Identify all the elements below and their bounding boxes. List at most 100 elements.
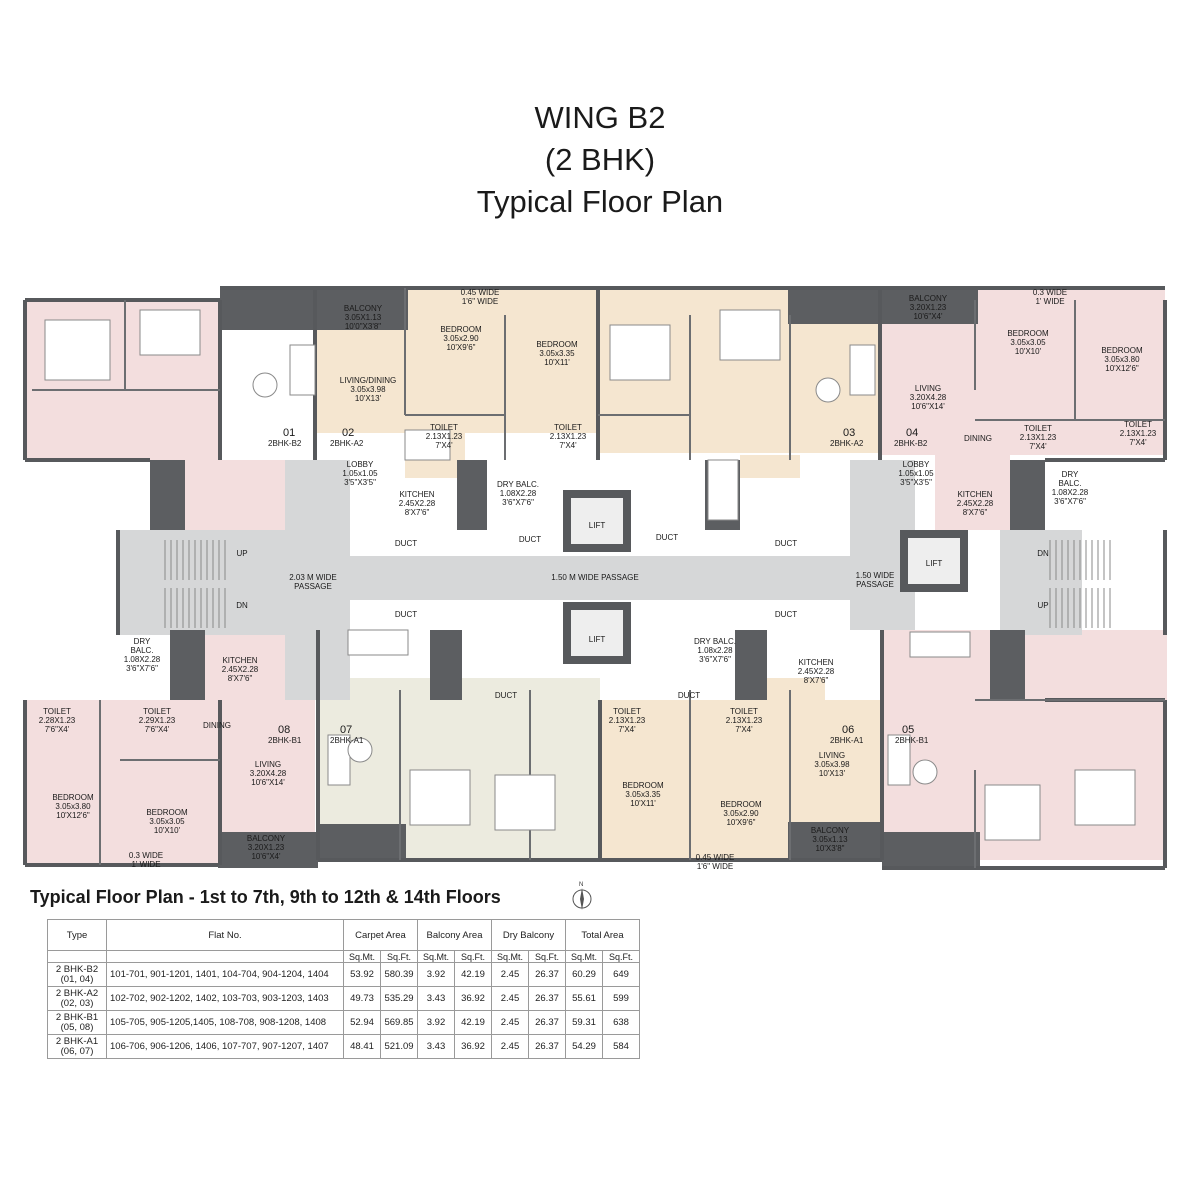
label-line: 2.13X1.23 <box>1120 429 1157 438</box>
label-line: 10'X13' <box>355 394 382 403</box>
label-line: 7'X4' <box>435 441 453 450</box>
area-value-cell: 580.39 <box>380 962 418 987</box>
label-line: BEDROOM <box>622 781 664 790</box>
page-heading: Typical Floor Plan <box>476 184 724 219</box>
bed-icon <box>139 309 201 356</box>
label-line: TOILET <box>613 707 641 716</box>
area-value-cell: 54.29 <box>565 1034 603 1059</box>
flat-numbers-cell: 105-705, 905-1205,1405, 108-708, 908-120… <box>106 1010 344 1035</box>
label-line: 2.45X2.28 <box>957 499 994 508</box>
label-line: 10'X9'6" <box>726 818 755 827</box>
area-value-cell: 638 <box>602 1010 640 1035</box>
label-line: 8'X7'6" <box>228 674 253 683</box>
balcony-05 <box>882 832 980 868</box>
label-line: 08 <box>278 724 290 736</box>
table-icon <box>815 377 841 403</box>
drybalc-05 <box>990 630 1025 700</box>
header-flat-no: Flat No. <box>106 919 344 951</box>
balcony-08 <box>218 832 318 868</box>
label-line: 10'X13' <box>819 769 846 778</box>
type-name: 2 BHK-B2 <box>55 963 99 975</box>
label-unit03: 03 <box>843 427 855 439</box>
unit-01-kitchen-area <box>185 460 285 530</box>
label-line: BEDROOM <box>1007 329 1049 338</box>
label-line: 7'X4' <box>559 441 577 450</box>
area-value-cell: 36.92 <box>454 1034 492 1059</box>
label-line: 7'6"X4' <box>145 725 170 734</box>
label-line: 3.05x3.80 <box>55 802 91 811</box>
label-unit08: 08 <box>278 724 290 736</box>
label-line: 3.20X4.28 <box>250 769 287 778</box>
label-line: TOILET <box>730 707 758 716</box>
table-icon <box>252 372 278 398</box>
label-line: 0.3 WIDE <box>129 851 163 860</box>
counter-icon <box>909 631 971 658</box>
unit-header: Sq.Mt. <box>491 950 529 963</box>
balcony-03 <box>788 288 880 324</box>
type-cell: 2 BHK-B2(01, 04) <box>47 962 107 987</box>
label-line: 2BHK-A2 <box>330 439 364 448</box>
label-unit05: 05 <box>902 724 914 736</box>
label-line: BALC. <box>130 646 153 655</box>
label-duct: DUCT <box>495 691 517 700</box>
label-line: 3.05x3.05 <box>149 817 185 826</box>
label-line: 10'0"X3'8" <box>345 322 381 331</box>
label-up: UP <box>236 549 247 558</box>
area-value-cell: 36.92 <box>454 986 492 1011</box>
type-units: (05, 08) <box>60 1021 94 1033</box>
bed-icon <box>984 784 1041 841</box>
area-value-cell: 584 <box>602 1034 640 1059</box>
header-carpet-area: Carpet Area <box>343 919 418 951</box>
label-line: 07 <box>340 724 352 736</box>
label-line: DRY <box>1062 470 1079 479</box>
label-duct: DUCT <box>395 610 417 619</box>
units-blank <box>47 950 107 963</box>
label-line: 2.13X1.23 <box>609 716 646 725</box>
unit-04-kitchen-area <box>935 455 1010 530</box>
label-unit03-type: 2BHK-A2 <box>830 439 864 448</box>
label-line: 3'6"X7'6" <box>126 664 158 673</box>
label-line: 8'X7'6" <box>963 508 988 517</box>
page-subtitle: (2 BHK) <box>544 142 656 177</box>
label-line: 2.13X1.23 <box>426 432 463 441</box>
furniture <box>44 309 1136 841</box>
bed-icon <box>494 774 556 831</box>
area-value-cell: 535.29 <box>380 986 418 1011</box>
unit-08-kitchen-area <box>200 630 285 700</box>
label-line: DINING <box>203 721 231 730</box>
label-line: 06 <box>842 724 854 736</box>
balcony-06 <box>788 822 882 862</box>
table-row: 2 BHK-B1(05, 08)105-705, 905-1205,1405, … <box>47 1010 640 1035</box>
label-unit04-type: 2BHK-B2 <box>894 439 928 448</box>
area-value-cell: 599 <box>602 986 640 1011</box>
label-duct: DUCT <box>519 535 541 544</box>
label-passage-center: 1.50 M WIDE PASSAGE <box>551 573 638 582</box>
label-line: 3.05x2.90 <box>443 334 479 343</box>
label-line: 0.45 WIDE <box>461 288 500 297</box>
label-line: 2.29X1.23 <box>139 716 176 725</box>
area-value-cell: 3.92 <box>417 962 455 987</box>
label-line: 10'X12'6" <box>56 811 90 820</box>
lift-top-car <box>571 498 623 544</box>
area-value-cell: 3.43 <box>417 1034 455 1059</box>
label-line: 8'X7'6" <box>804 676 829 685</box>
label-line: DINING <box>964 434 992 443</box>
table-caption: Typical Floor Plan - 1st to 7th, 9th to … <box>30 887 501 907</box>
label-line: 05 <box>902 724 914 736</box>
counter-icon <box>404 429 451 461</box>
label-line: 2BHK-B1 <box>895 736 929 745</box>
flat-numbers-cell: 101-701, 901-1201, 1401, 104-704, 904-12… <box>106 962 344 987</box>
area-value-cell: 2.45 <box>491 1010 529 1035</box>
passage-center <box>350 556 850 600</box>
sofa-icon <box>289 344 316 396</box>
label-line: 10'6"X14' <box>911 402 945 411</box>
